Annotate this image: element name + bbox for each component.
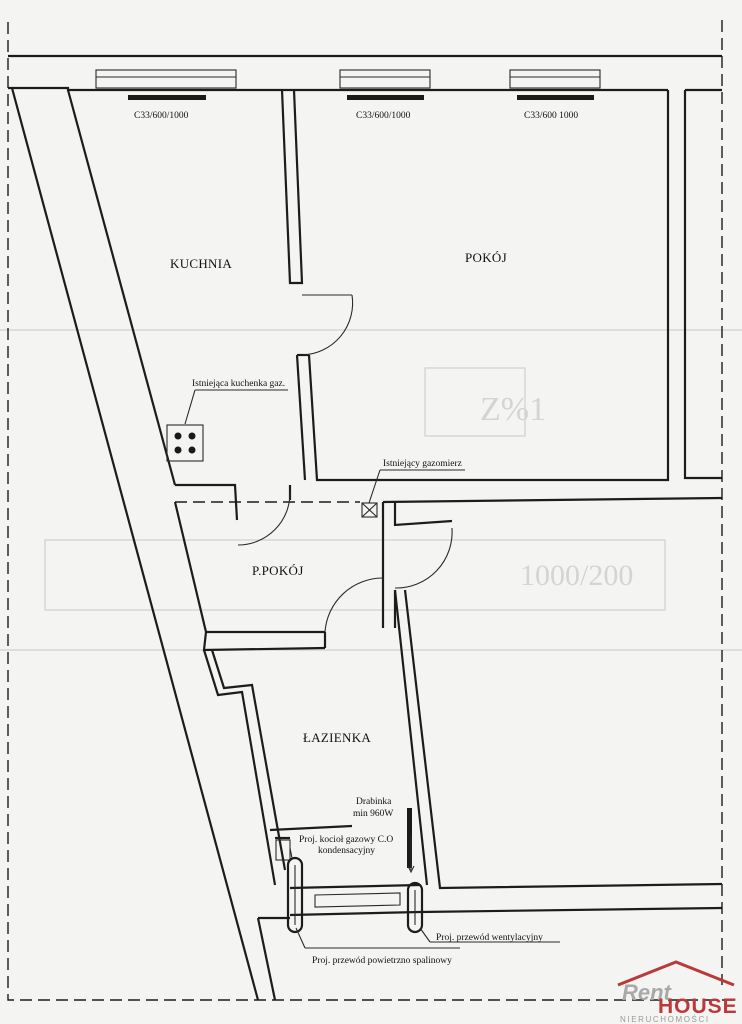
flue-duct-note: Proj. przewód powietrzno spalinowy bbox=[312, 956, 452, 966]
walls bbox=[8, 54, 723, 1001]
radiator-room-right-label: C33/600 1000 bbox=[524, 111, 578, 121]
doors bbox=[237, 294, 453, 633]
svg-text:Z%1: Z%1 bbox=[480, 391, 546, 428]
towel-rail-note-1: Drabinka bbox=[356, 797, 392, 807]
windows bbox=[95, 69, 601, 89]
radiator-room-left bbox=[347, 95, 424, 100]
room-label-pokoj: POKÓJ bbox=[465, 250, 507, 265]
radiators bbox=[128, 95, 594, 868]
radiator-bathroom bbox=[407, 808, 412, 868]
gas-stove bbox=[166, 389, 288, 462]
radiator-room-right bbox=[517, 95, 594, 100]
logo-house-text: HOUSE bbox=[658, 995, 738, 1018]
rent-house-logo: Rent HOUSE NIERUCHOMOŚCI bbox=[617, 960, 738, 1024]
boiler-note-2: kondensacyjny bbox=[318, 846, 375, 856]
faint-background-marks: Z%1 1000/200 bbox=[0, 329, 742, 651]
gas-meter-note: Istniejący gazomierz bbox=[383, 459, 462, 469]
gas-meter bbox=[361, 469, 465, 518]
boiler-note-1: Proj. kocioł gazowy C.O bbox=[299, 835, 393, 845]
radiator-room-left-label: C33/600/1000 bbox=[356, 111, 411, 121]
radiator-kitchen-label: C33/600/1000 bbox=[134, 111, 189, 121]
towel-rail-note-2: min 960W bbox=[353, 809, 393, 819]
vent-duct-note: Proj. przewód wentylacyjny bbox=[436, 933, 543, 943]
radiator-kitchen bbox=[128, 95, 206, 100]
logo-sub-text: NIERUCHOMOŚCI bbox=[620, 1015, 710, 1024]
room-label-kuchnia: KUCHNIA bbox=[170, 256, 232, 271]
labels: C33/600/1000 C33/600/1000 C33/600 1000 K… bbox=[134, 111, 578, 966]
svg-text:1000/200: 1000/200 bbox=[520, 559, 633, 592]
boiler-and-ducts bbox=[275, 835, 560, 949]
stove-note: Istniejąca kuchenka gaz. bbox=[192, 379, 285, 389]
logo-rent-text: Rent bbox=[622, 980, 673, 1005]
room-label-przedpokoj: P.POKÓJ bbox=[252, 563, 304, 578]
property-boundary bbox=[7, 20, 740, 1001]
room-label-lazienka: ŁAZIENKA bbox=[303, 730, 371, 745]
